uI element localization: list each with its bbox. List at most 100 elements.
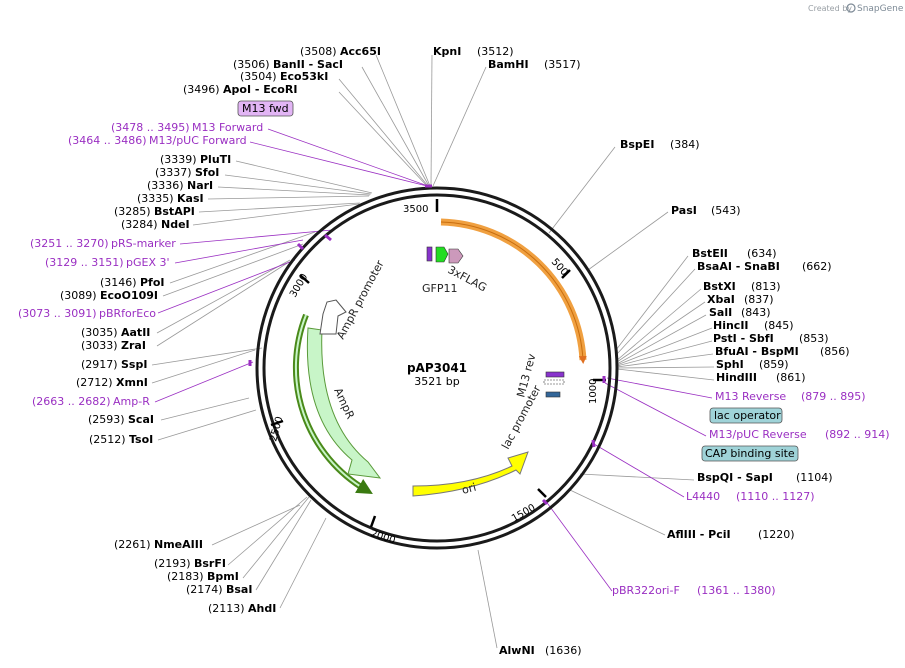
site-bstapi: BstAPI <box>154 205 195 218</box>
gfp11-green-arrow <box>435 246 449 263</box>
ampr-promoter-label: AmpR promoter <box>334 258 387 342</box>
site-nmeaiii: NmeAIII <box>154 538 203 551</box>
site-kpni: KpnI <box>433 45 461 58</box>
lac-operator-box <box>709 407 783 424</box>
site-ndei: NdeI <box>161 218 190 231</box>
site-hincii: HincII <box>713 319 749 332</box>
site-zrai: ZraI <box>121 339 146 352</box>
site-eco53ki-pos: (3504) <box>240 70 277 83</box>
site-bstxi-pos: (813) <box>751 280 781 293</box>
plasmid-name: pAP3041 <box>407 361 467 375</box>
ampr-arrow <box>306 327 382 479</box>
cap-site-label: CAP binding site <box>705 447 795 460</box>
site-sfoi: SfoI <box>195 166 219 179</box>
site-bsai: BsaI <box>226 583 252 596</box>
primer-connectors <box>154 128 713 592</box>
site-xbai-pos: (837) <box>744 293 774 306</box>
orf-arc-arrow <box>440 221 587 364</box>
site-bspmi-pos: (856) <box>820 345 850 358</box>
site-ecori-pos: (3496) <box>183 83 220 96</box>
primer-prs-marker-range: (3251 .. 3270) <box>30 237 109 250</box>
site-bsteii: BstEII <box>692 247 728 260</box>
primer-m13puc-reverse: M13/pUC Reverse <box>709 428 807 441</box>
site-aatii: AatII <box>121 326 150 339</box>
ampr-outer-arrow <box>294 314 373 495</box>
cap-site-box <box>701 445 799 462</box>
site-bspei: BspEI <box>620 138 654 151</box>
flag-arrow <box>448 248 464 264</box>
site-sapi-pos: (1104) <box>796 471 833 484</box>
site-pasi: PasI <box>671 204 697 217</box>
site-nari: NarI <box>187 179 213 192</box>
site-alwni-pos: (1636) <box>545 644 582 657</box>
site-bspqi-sapi: BspQI - SapI <box>697 471 773 484</box>
primer-marks <box>248 184 606 506</box>
primer-pbr322ori-f: pBR322ori-F <box>612 584 680 597</box>
site-bamhi-pos: (3517) <box>544 58 581 71</box>
backbone-outer <box>255 186 619 550</box>
primer-m13-reverse: M13 Reverse <box>715 390 786 403</box>
site-snabi-pos: (662) <box>802 260 832 273</box>
m13-rev-block <box>545 371 565 378</box>
site-xbai: XbaI <box>707 293 735 306</box>
ori-label: ori <box>460 481 477 497</box>
site-sphi-pos: (859) <box>759 358 789 371</box>
site-bsteii-pos: (634) <box>747 247 777 260</box>
primer-l4440-range: (1110 .. 1127) <box>736 490 815 503</box>
site-bsai-pos: (2174) <box>186 583 223 596</box>
primer-m13puc-forward-range: (3464 .. 3486) <box>68 134 147 147</box>
site-psti-sbfi: PstI - SbfI <box>713 332 774 345</box>
site-pcii-pos: (1220) <box>758 528 795 541</box>
site-pfoi: PfoI <box>140 276 165 289</box>
cap-site-block <box>545 391 561 398</box>
m13-fwd-box <box>237 100 294 117</box>
credit-prefix: Created by <box>808 4 852 13</box>
plasmid-length: 3521 bp <box>414 375 459 388</box>
site-bspei-pos: (384) <box>670 138 700 151</box>
site-nari-pos: (3336) <box>147 179 184 192</box>
site-aatii-pos: (3035) <box>81 326 118 339</box>
site-eco53ki: Eco53kI <box>280 70 328 83</box>
site-sphi: SphI <box>716 358 744 371</box>
site-ahdi-pos: (2113) <box>208 602 245 615</box>
primer-m13puc-forward: M13/pUC Forward <box>149 134 247 147</box>
snapgene-logo-icon <box>846 3 856 13</box>
site-zrai-pos: (3033) <box>81 339 118 352</box>
backbone-inner <box>262 193 612 543</box>
tick-3500: 3500 <box>403 204 428 215</box>
site-sali-pos: (843) <box>741 306 771 319</box>
site-banii-saci: BanII - SacI <box>273 58 343 71</box>
site-bsrfi-pos: (2193) <box>154 557 191 570</box>
ampr-label: AmpR <box>331 386 357 422</box>
primer-ampr-range: (2663 .. 2682) <box>32 395 111 408</box>
site-kpni-pos: (3512) <box>477 45 514 58</box>
site-tsoi: TsoI <box>129 433 153 446</box>
site-alwni: AlwNI <box>499 644 535 657</box>
site-pfoi-pos: (3146) <box>100 276 137 289</box>
primer-prs-marker: pRS-marker <box>111 237 176 250</box>
gfp11-label: GFP11 <box>422 282 457 295</box>
site-sacI-pos: (3506) <box>233 58 270 71</box>
site-ahdi: AhdI <box>248 602 276 615</box>
site-afliii-pcii: AflIII - PciI <box>667 528 731 541</box>
primer-pbr322ori-f-range: (1361 .. 1380) <box>697 584 776 597</box>
site-ecoo109i: EcoO109I <box>100 289 158 302</box>
site-bsaai-snabi: BsaAI - SnaBI <box>697 260 780 273</box>
site-sspi-pos: (2917) <box>81 358 118 371</box>
site-acc65i: Acc65I <box>340 45 381 58</box>
primer-l4440: L4440 <box>686 490 720 503</box>
tick-1000: 1000 <box>588 379 599 404</box>
site-bpmi: BpmI <box>207 570 239 583</box>
site-hindiii: HindIII <box>716 371 757 384</box>
site-scai: ScaI <box>128 413 154 426</box>
m13-fwd-label: M13 fwd <box>242 102 289 115</box>
credit-brand: SnapGene <box>857 4 904 14</box>
site-kasi-pos: (3335) <box>137 192 174 205</box>
site-scai-pos: (2593) <box>88 413 125 426</box>
lac-operator-block <box>543 379 565 385</box>
site-xmni-pos: (2712) <box>76 376 113 389</box>
primer-pgex3: pGEX 3' <box>126 256 170 269</box>
site-pasi-pos: (543) <box>711 204 741 217</box>
